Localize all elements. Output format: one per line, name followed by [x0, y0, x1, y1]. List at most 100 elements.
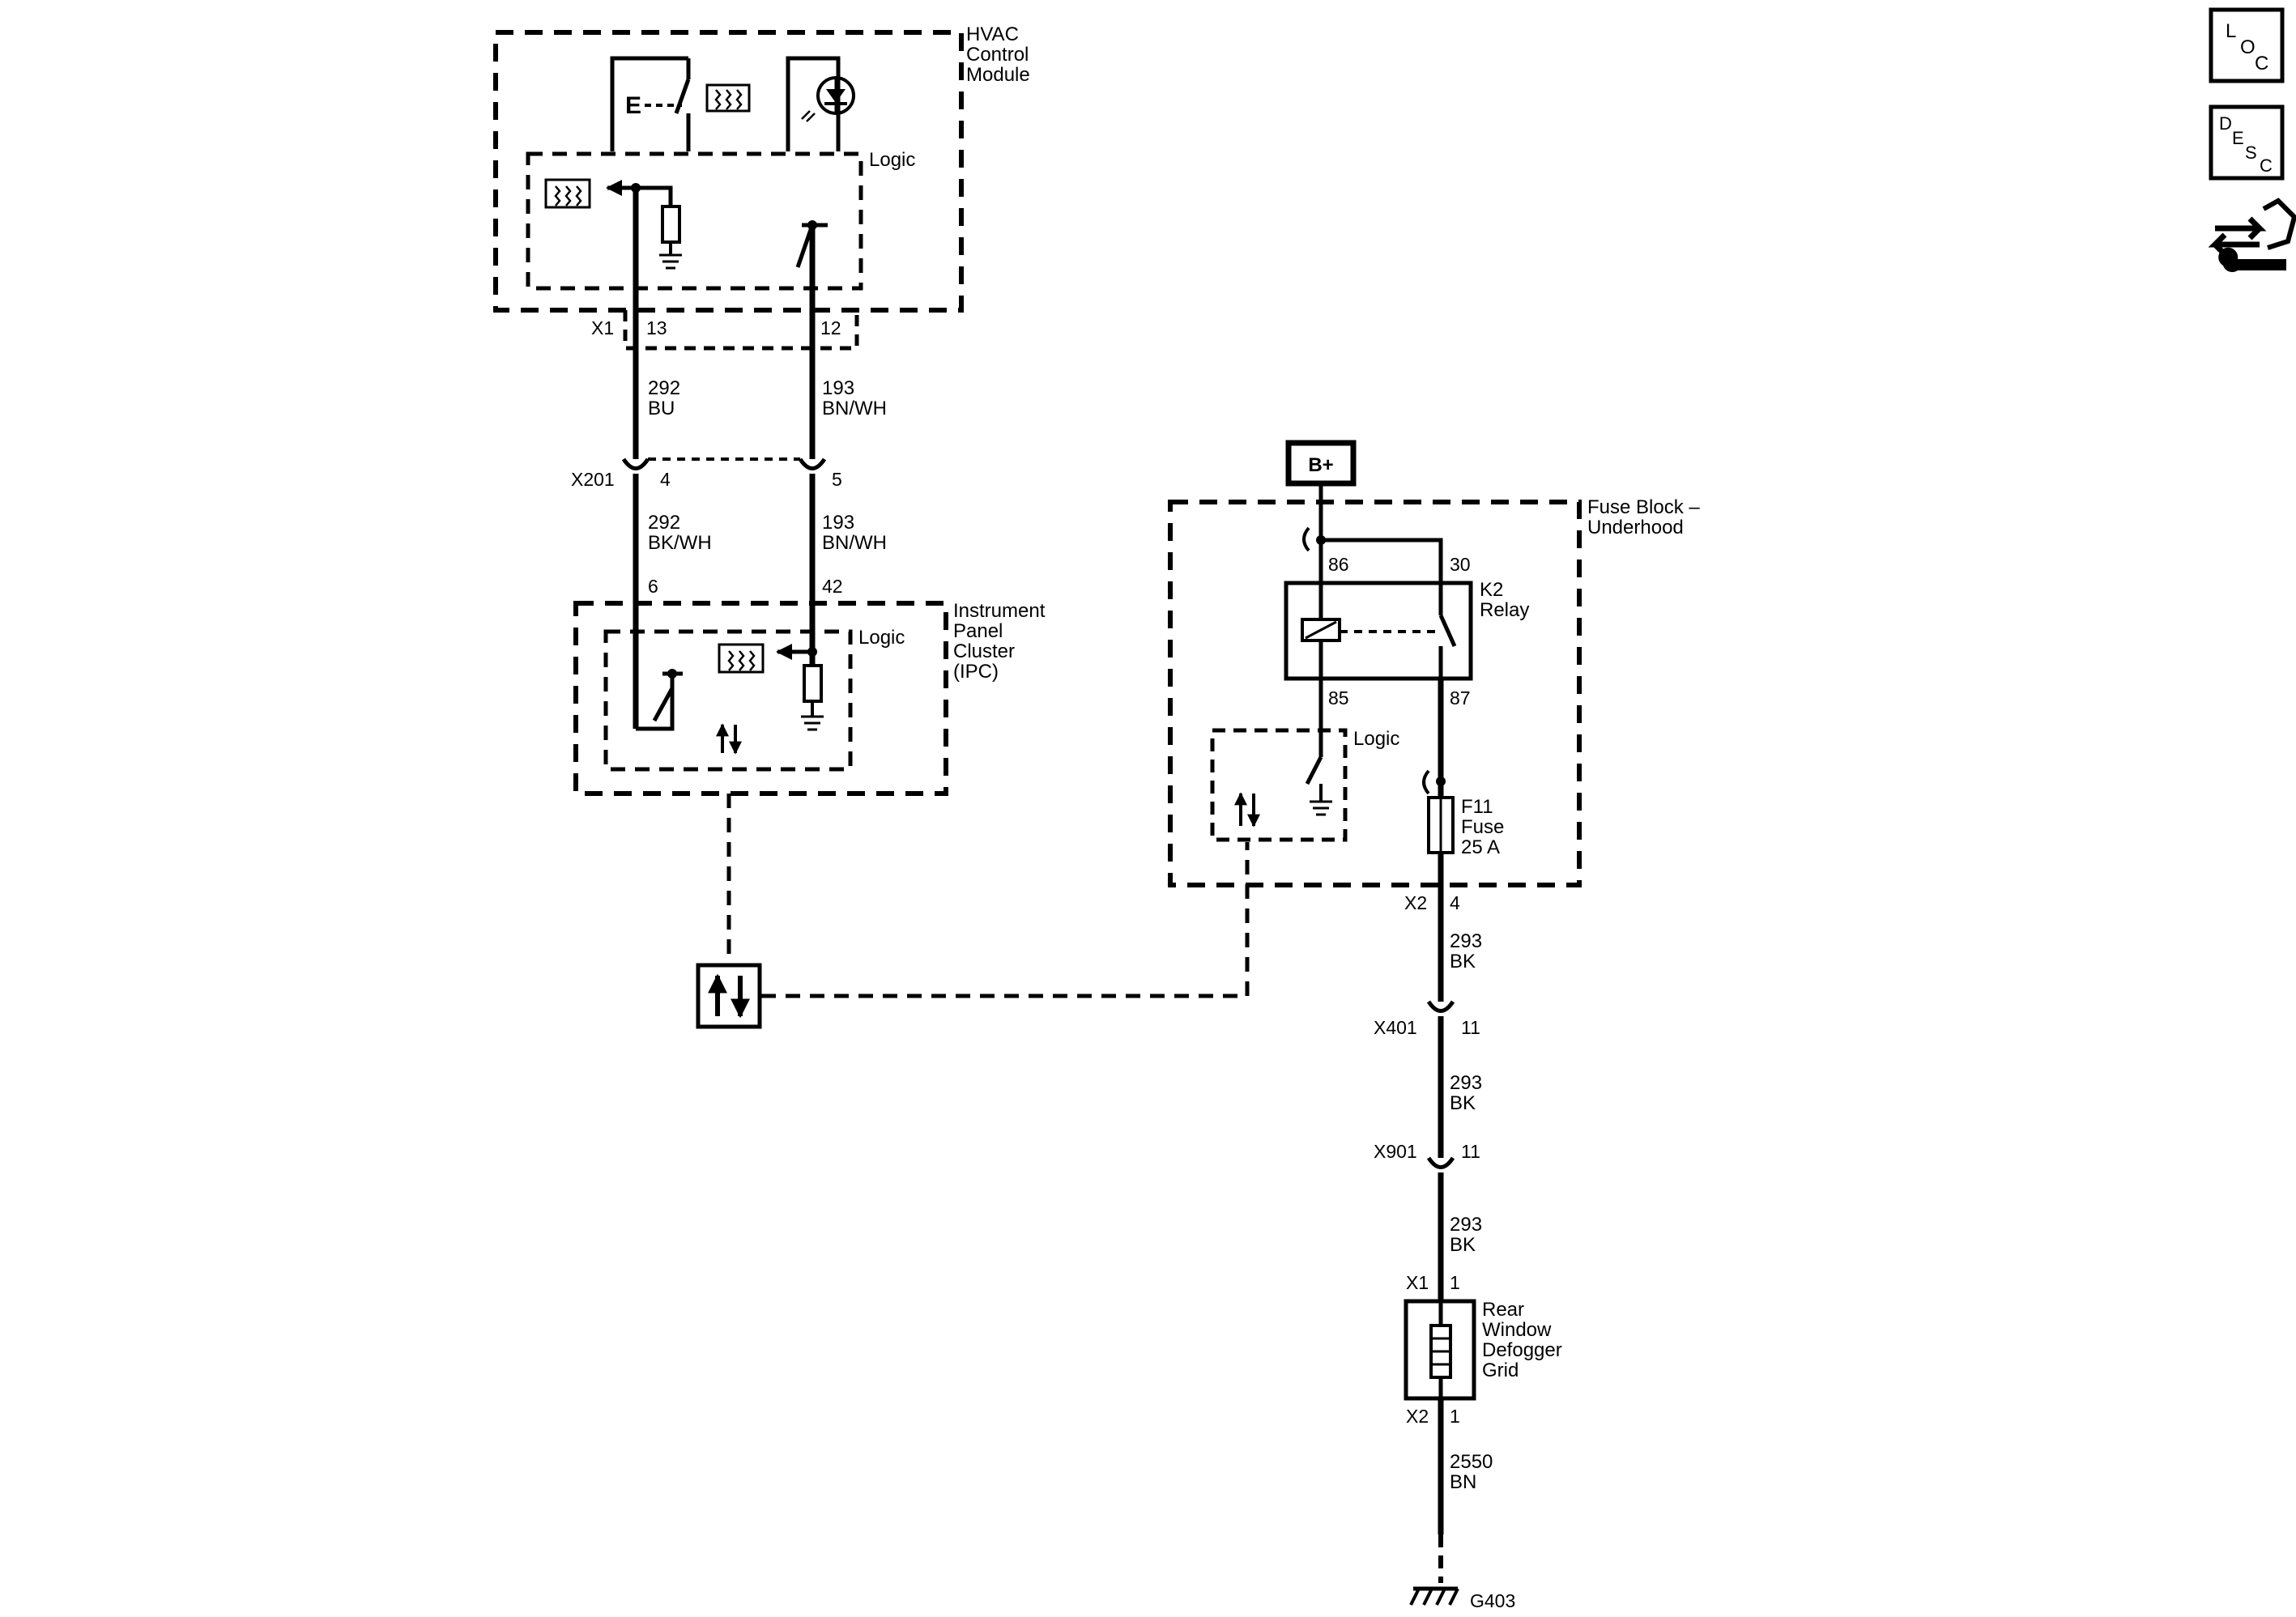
wire-293b-color: BK	[1450, 1092, 1476, 1114]
k2-relay	[1284, 581, 1473, 681]
led-indicator-icon	[786, 56, 855, 151]
wire-293a-color: BK	[1450, 951, 1476, 972]
desc-letter-s: S	[2245, 143, 2257, 163]
desc-letter-c: C	[2260, 155, 2273, 176]
hvac-pin-13: 13	[646, 317, 667, 338]
rear-window-defogger-grid: X1 1 Rear Window Defogger Grid X2 1	[1404, 1272, 1562, 1427]
defog-switch-icon: E	[610, 56, 751, 151]
loc-button[interactable]: L O C	[2209, 7, 2285, 83]
hvac-title-line-2: Control	[966, 44, 1029, 66]
defogger-x1-label: X1	[1406, 1272, 1429, 1293]
circuit-293-segment-c: 293 BK	[1438, 1172, 1482, 1301]
circuit-293-segment-b: 293 BK	[1438, 1016, 1482, 1158]
relay-pin-87: 87	[1450, 687, 1471, 709]
ipc-serial-data-icon	[716, 723, 742, 755]
defogger-name-line-3: Defogger	[1482, 1339, 1562, 1361]
defogger-name-line-2: Window	[1482, 1319, 1552, 1341]
x401-pin: 11	[1461, 1017, 1480, 1038]
ipc-pin-6: 6	[648, 576, 658, 597]
fuse-block-x2-pin: 4	[1450, 892, 1460, 913]
hvac-title-line-3: Module	[966, 64, 1030, 86]
defogger-x2-label: X2	[1406, 1406, 1429, 1427]
wire-193-mid-color: BN/WH	[822, 532, 887, 554]
hvac-connector-label: X1	[591, 317, 614, 338]
x201-label: X201	[571, 469, 615, 490]
hvac-title-line-1: HVAC	[966, 23, 1019, 45]
wire-2550-color: BN	[1450, 1471, 1476, 1493]
fuse-label-line-2: Fuse	[1461, 816, 1504, 838]
x401-label: X401	[1374, 1017, 1417, 1038]
x201-pin-5: 5	[832, 469, 842, 490]
wire-2550-number: 2550	[1450, 1451, 1493, 1473]
ipc-title-line-3: Cluster	[953, 640, 1015, 662]
circuit-292-bu: 292 BU	[633, 188, 680, 459]
relay-label-line-1: K2	[1480, 579, 1503, 601]
fuse-block-serial-data-icon	[1234, 792, 1260, 828]
hvac-control-module: E Logic	[493, 23, 1030, 313]
x201-pin-4: 4	[660, 469, 671, 490]
wire-193-number: 193	[822, 377, 854, 399]
wire-292-bkwh-number: 292	[648, 512, 680, 534]
b-plus-label: B+	[1308, 454, 1333, 476]
defogger-x2-pin: 1	[1450, 1406, 1460, 1427]
x901-connector: X901 11	[1374, 1141, 1480, 1169]
relay-label-line-2: Relay	[1480, 599, 1529, 621]
relay-pin-85: 85	[1328, 687, 1349, 709]
x201-connector: X201 4 5	[571, 457, 842, 490]
circuit-193-bnwh-top: 193 BN/WH	[809, 225, 887, 459]
fuse-label-line-1: F11	[1461, 796, 1493, 818]
ipc-logic-defog-icon	[718, 643, 824, 731]
fuse-block-underhood: Fuse Block – Underhood 86 30 K2 Relay 85…	[1168, 496, 1700, 887]
desc-letter-e: E	[2232, 128, 2244, 148]
ipc-title-line-4: (IPC)	[953, 661, 999, 683]
ipc-title-line-1: Instrument	[953, 600, 1046, 622]
serial-data-link	[696, 794, 1250, 1029]
fuse-block-title-line-1: Fuse Block –	[1587, 496, 1700, 518]
relay-pin-86: 86	[1328, 554, 1349, 575]
defogger-x1-pin: 1	[1450, 1272, 1460, 1293]
circuit-2550-bn: 2550 BN	[1438, 1398, 1493, 1583]
defogger-name-line-1: Rear	[1482, 1299, 1524, 1321]
wire-293c-number: 293	[1450, 1214, 1482, 1236]
fuse-label-line-3: 25 A	[1461, 836, 1500, 858]
desc-button[interactable]: D E S C	[2209, 104, 2285, 181]
ground-label: G403	[1470, 1590, 1515, 1611]
wire-193-color: BN/WH	[822, 398, 887, 419]
x901-label: X901	[1374, 1141, 1417, 1162]
ipc-logic-label: Logic	[858, 627, 905, 649]
hvac-logic-defog-output-icon	[544, 178, 682, 270]
fuse-block-x2-label: X2	[1404, 892, 1427, 913]
ipc-pin-42: 42	[822, 576, 843, 597]
b-plus-source: B+	[1285, 440, 1357, 540]
wire-193-mid-number: 193	[822, 512, 854, 534]
loc-letter-o: O	[2240, 36, 2256, 58]
x401-connector: X401 11	[1374, 1000, 1480, 1038]
loc-letter-l: L	[2226, 20, 2236, 42]
ground-g403: G403	[1409, 1586, 1515, 1611]
connector-wrench-icon[interactable]	[2208, 198, 2296, 273]
hvac-logic-label: Logic	[869, 149, 915, 171]
fuse-block-logic-switch-icon	[1305, 730, 1332, 816]
wire-293c-color: BK	[1450, 1234, 1476, 1256]
wire-292-color: BU	[648, 398, 675, 419]
wire-292-number: 292	[648, 377, 680, 399]
wire-292-bkwh-color: BK/WH	[648, 532, 712, 554]
ipc-logic-switch-icon	[636, 669, 683, 731]
hvac-pin-12: 12	[820, 317, 841, 338]
relay-pin-30: 30	[1450, 554, 1471, 575]
ipc-title-line-2: Panel	[953, 620, 1003, 642]
wire-293b-number: 293	[1450, 1072, 1482, 1094]
instrument-panel-cluster: 6 42 Logic Instrument Panel Cluster (IPC…	[573, 576, 1046, 796]
hvac-x1-connector: X1 13 12	[591, 310, 859, 351]
wire-293a-number: 293	[1450, 930, 1482, 952]
svg-text:E: E	[625, 92, 641, 119]
x901-pin: 11	[1461, 1141, 1480, 1162]
fuse-block-logic-label: Logic	[1353, 728, 1399, 750]
loc-letter-c: C	[2255, 53, 2268, 74]
relay-contact-icon	[1438, 614, 1457, 648]
fuse-block-title-line-2: Underhood	[1587, 517, 1684, 538]
desc-letter-d: D	[2219, 113, 2232, 134]
circuit-293-segment-a: 293 BK	[1438, 853, 1482, 1002]
serial-data-icon	[696, 963, 762, 1029]
